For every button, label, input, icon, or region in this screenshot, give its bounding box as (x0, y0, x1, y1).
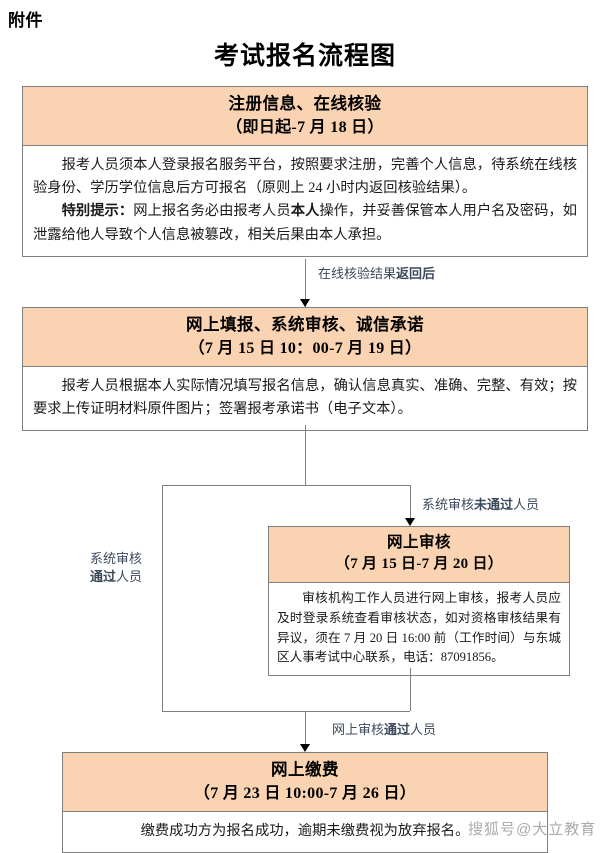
edge-label-system-failed: 系统审核未通过人员 (422, 496, 539, 514)
flow-step-online-pay-title: 网上缴费 (271, 760, 339, 779)
online-review-paragraph-1: 审核机构工作人员进行网上审核，报考人员应及时登录系统查看审核状态，如对资格审核结… (277, 591, 561, 665)
connector-merge-bar (162, 711, 410, 712)
edge-label-system-failed-tail: 人员 (513, 497, 540, 512)
connector-branch-left (162, 485, 163, 711)
edge-label-verify-returned: 在线核验结果返回后 (318, 265, 435, 283)
arrow-branch-right-icon (405, 518, 415, 526)
arrow-register-to-fill-icon (300, 299, 310, 307)
online-pay-paragraph-1: 缴费成功方为报名成功，逾期未缴费视为放弃报名。 (140, 823, 470, 840)
flow-step-online-fill-header: 网上填报、系统审核、诚信承诺 （7 月 15 日 10：00-7 月 19 日） (23, 308, 587, 368)
connector-register-to-fill (305, 259, 306, 307)
edge-label-system-failed-bold: 未通过 (474, 497, 514, 512)
register-paragraph-2: 特别提示：网上报名务必由报考人员本人操作，并妥善保管本人用户名及密码，如泄露给他… (33, 200, 577, 246)
connector-merge-to-pay (305, 711, 306, 751)
attachment-label: 附件 (8, 11, 43, 30)
flow-step-online-review-body: 审核机构工作人员进行网上审核，报考人员应及时登录系统查看审核状态，如对资格审核结… (269, 583, 569, 675)
flow-step-online-fill-daterange: （7 月 15 日 10：00-7 月 19 日） (188, 339, 422, 357)
flow-step-online-pay-daterange: （7 月 23 日 10:00-7 月 26 日） (193, 784, 417, 802)
flow-step-online-fill-body: 报考人员根据本人实际情况填写报名信息，确认信息真实、准确、完整、有效；按要求上传… (23, 367, 587, 430)
flow-step-register-header: 注册信息、在线核验 （即日起-7 月 18 日） (23, 87, 587, 147)
register-paragraph-1: 报考人员须本人登录报名服务平台，按照要求注册，完善个人信息，待系统在线核验身份、… (33, 157, 577, 197)
arrow-merge-to-pay-icon (300, 744, 310, 752)
flow-step-register: 注册信息、在线核验 （即日起-7 月 18 日） 报考人员须本人登录报名服务平台… (22, 86, 588, 257)
flow-step-online-review: 网上审核 （7 月 15 日-7 月 20 日） 审核机构工作人员进行网上审核，… (268, 526, 570, 676)
flow-step-online-review-header: 网上审核 （7 月 15 日-7 月 20 日） (269, 527, 569, 584)
register-notice-emphasis: 本人 (290, 203, 320, 220)
flow-step-register-body: 报考人员须本人登录报名服务平台，按照要求注册，完善个人信息，待系统在线核验身份、… (23, 146, 587, 256)
flow-step-online-fill: 网上填报、系统审核、诚信承诺 （7 月 15 日 10：00-7 月 19 日）… (22, 307, 588, 432)
connector-review-down (410, 668, 411, 711)
flow-step-register-daterange: （即日起-7 月 18 日） (226, 118, 384, 136)
flow-step-online-pay-header: 网上缴费 （7 月 23 日 10:00-7 月 26 日） (63, 753, 547, 813)
flow-step-online-fill-title: 网上填报、系统审核、诚信承诺 (186, 315, 424, 334)
edge-label-verify-returned-text: 在线核验结果 (318, 266, 397, 281)
edge-label-review-passed-tail: 人员 (410, 722, 437, 737)
watermark: 搜狐号@大立教育 (468, 821, 597, 838)
edge-label-review-passed: 网上审核通过人员 (332, 721, 436, 739)
edge-label-verify-returned-bold: 返回后 (396, 266, 436, 281)
register-notice-a: 网上报名务必由报考人员 (133, 203, 291, 220)
connector-branch-bar (162, 485, 410, 486)
online-fill-paragraph-1: 报考人员根据本人实际情况填写报名信息，确认信息真实、准确、完整、有效；按要求上传… (33, 378, 577, 418)
edge-label-system-passed-bold: 通过 (89, 568, 116, 584)
edge-label-system-passed-line1: 系统审核 (89, 551, 142, 566)
edge-label-system-passed-tail: 人员 (116, 568, 143, 584)
flow-step-online-pay-body: 缴费成功方为报名成功，逾期未缴费视为放弃报名。 (63, 812, 547, 852)
edge-label-system-passed: 系统审核 通过人员 (74, 550, 158, 585)
edge-label-review-passed-text: 网上审核 (332, 722, 385, 737)
flow-step-online-review-title: 网上审核 (386, 534, 451, 551)
flow-step-register-title: 注册信息、在线核验 (228, 94, 382, 113)
connector-fill-down (305, 425, 306, 485)
edge-label-system-failed-text: 系统审核 (422, 497, 475, 512)
edge-label-review-passed-bold: 通过 (384, 722, 411, 737)
page-title: 考试报名流程图 (213, 43, 396, 70)
flow-step-online-review-daterange: （7 月 15 日-7 月 20 日） (334, 556, 504, 573)
connector-branch-right (410, 485, 411, 525)
flow-step-online-pay: 网上缴费 （7 月 23 日 10:00-7 月 26 日） 缴费成功方为报名成… (62, 752, 548, 853)
register-notice-lead: 特别提示： (61, 203, 134, 220)
register-notice-b: 操作，并妥善保管本人用户名及密码，如泄露给他人导致个人信息被篡改，相关后果由本人… (33, 203, 578, 243)
